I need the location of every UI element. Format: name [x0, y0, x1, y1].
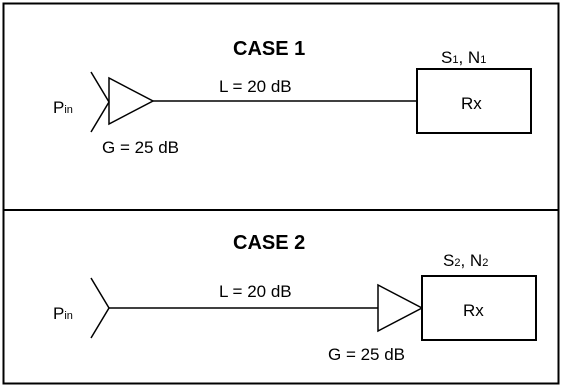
case-2-loss-label: L = 20 dB	[219, 282, 292, 301]
case-2-title: CASE 2	[233, 232, 305, 254]
case-1-title: CASE 1	[233, 38, 305, 60]
case-2-signal-noise-label: S2, N2	[443, 251, 488, 270]
case-1-receiver-label: Rx	[461, 94, 482, 113]
case-2-antenna-icon	[90, 277, 110, 339]
case-2-panel: CASE 2 Pin L = 20 dB G = 25 dB Rx S2, N2	[53, 232, 537, 364]
case-2-amplifier-icon	[377, 283, 424, 333]
case-2-receiver-box	[421, 275, 537, 341]
case-1-input-power-label: Pin	[53, 98, 73, 117]
case-1-loss-label: L = 20 dB	[219, 77, 292, 96]
case-2-receiver-label: Rx	[463, 301, 484, 320]
case-2-input-power-label: Pin	[53, 304, 73, 323]
case-1-gain-label: G = 25 dB	[102, 138, 179, 157]
case-1-amplifier-icon	[108, 76, 155, 126]
case-1-antenna-icon	[90, 71, 110, 133]
case-1-receiver-box	[416, 68, 532, 134]
case-2-gain-label: G = 25 dB	[328, 345, 405, 364]
case-1-signal-noise-label: S1, N1	[441, 48, 486, 67]
case-1-panel: CASE 1 Pin G = 25 dB L = 20 dB Rx S1, N1	[53, 38, 532, 157]
